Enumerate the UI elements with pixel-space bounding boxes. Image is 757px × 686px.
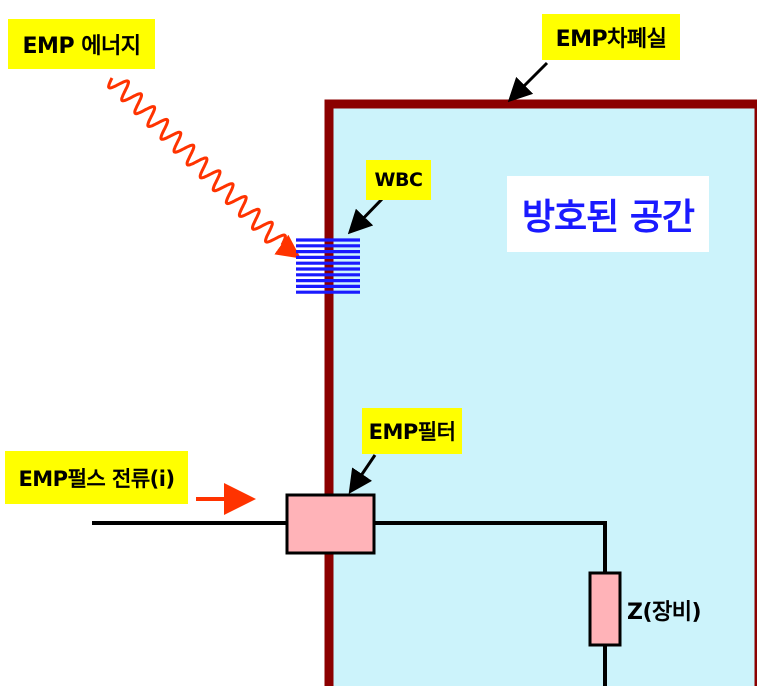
emp-pulse-current-label: EMP펄스 전류(i)	[5, 451, 188, 504]
protected-space-title: 방호된 공간	[507, 176, 709, 252]
emp-filter-label: EMP필터	[362, 408, 462, 454]
shield-leader-line	[507, 61, 549, 103]
wbc-leader-line	[347, 196, 385, 235]
equipment-load-box	[588, 571, 622, 647]
emp-wave-icon	[107, 77, 287, 246]
emp-wave-arrowhead	[274, 234, 301, 259]
equipment-z-label: Z(장비)	[627, 600, 702, 625]
wbc-label: WBC	[366, 160, 431, 200]
emp-shield-label: EMP차폐실	[542, 14, 680, 60]
emp-energy-label: EMP 에너지	[8, 19, 155, 69]
emp-filter-box	[285, 493, 376, 555]
filter-leader-line	[348, 454, 377, 494]
wbc-block-icon	[296, 238, 360, 294]
